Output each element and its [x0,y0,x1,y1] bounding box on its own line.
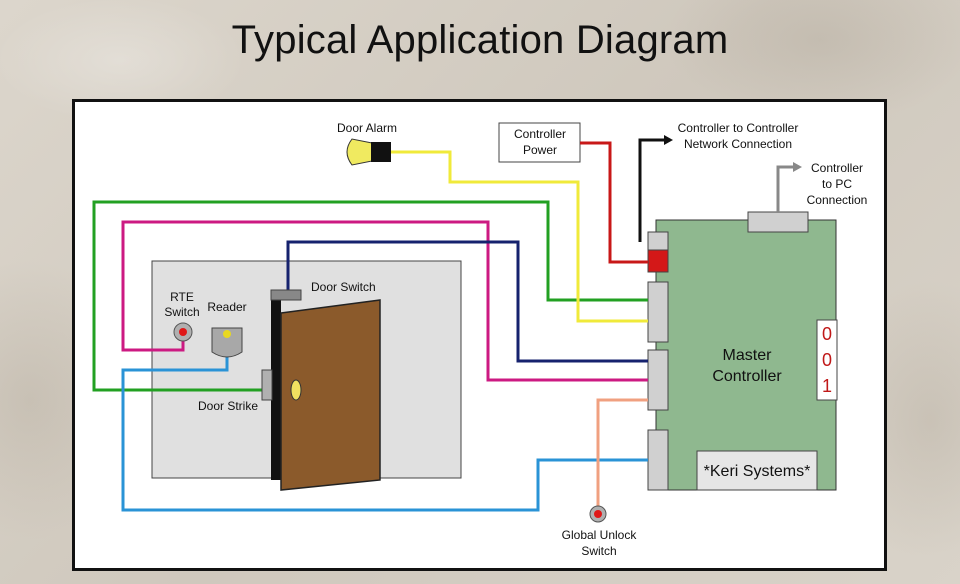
pc-connection-label-3: Connection [807,193,868,207]
wire-network [638,138,667,242]
rte-button [179,328,187,336]
wire-blue-reader [121,350,648,512]
reader-icon [211,327,243,358]
reader-led [223,330,231,338]
global-unlock-button [594,510,602,518]
global-unlock-label-1: Global Unlock [562,528,638,542]
door-alarm-label: Door Alarm [337,121,397,135]
address-digit-3: 1 [822,376,832,396]
wire-pc [776,165,796,212]
network-label-2: Network Connection [684,137,792,151]
door-switch [270,289,302,301]
address-display [816,319,838,401]
power-terminal [647,249,669,273]
pc-port [747,211,809,233]
rte-label-2: Switch [164,305,199,319]
door-knob [290,379,302,401]
master-controller-label-2: Controller [712,368,782,385]
rte-label-1: RTE [170,290,194,304]
pc-connection-label-1: Controller [811,161,863,175]
pc-arrow-icon [793,162,802,172]
door-switch-label: Door Switch [311,280,376,294]
address-digit-2: 0 [822,350,832,370]
terminal-block-3 [647,429,669,491]
door [280,299,381,491]
master-controller-label-1: Master [723,347,773,364]
master-controller-board [655,219,837,491]
alarm-bell-icon [346,138,373,166]
terminal-block-1 [647,281,669,343]
page-title: Typical Application Diagram [231,18,729,62]
wire-red-power [580,141,648,264]
wire-navy-door-switch [286,240,648,363]
wire-salmon-unlock [596,398,648,507]
controller-power-box [498,122,581,163]
door-strike-label: Door Strike [198,399,258,413]
pc-connection-label-2: to PC [822,177,852,191]
network-arrow-icon [664,135,673,145]
wire-magenta-rte [121,220,648,382]
door-strike [261,369,273,401]
brand-box [696,450,818,491]
global-unlock-label-2: Switch [581,544,616,558]
wire-yellow-alarm [391,150,648,323]
controller-power-label-1: Controller [514,127,566,141]
address-digit-1: 0 [822,324,832,344]
reader-label: Reader [207,300,246,314]
door-frame [271,298,281,480]
alarm-mount [371,142,391,162]
brand-label: *Keri Systems* [704,463,811,480]
controller-power-label-2: Power [523,143,557,157]
network-terminal [647,231,669,251]
network-label-1: Controller to Controller [678,121,799,135]
terminal-block-2 [647,349,669,411]
